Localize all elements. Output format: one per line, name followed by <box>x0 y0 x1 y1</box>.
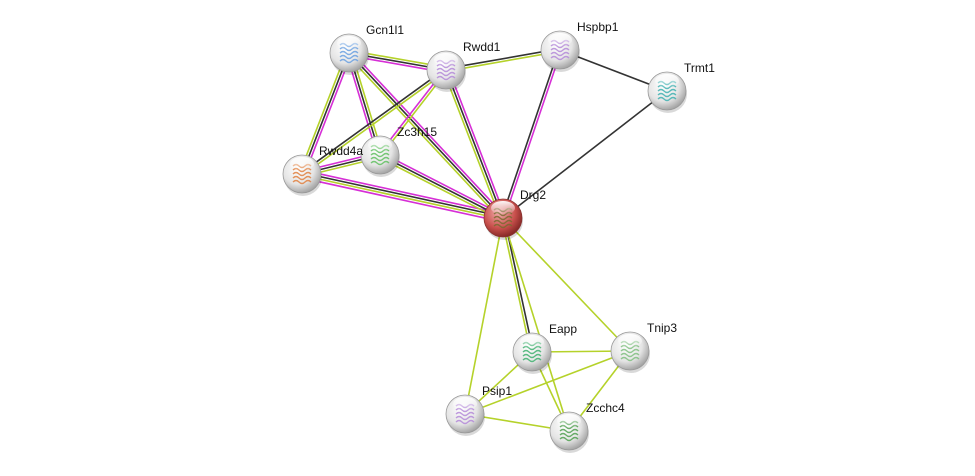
edge-line-textmining <box>346 54 502 221</box>
edge-Drg2-Psip1[interactable] <box>464 217 504 415</box>
node-highlight <box>557 414 581 428</box>
node-label: Trmt1 <box>684 61 715 75</box>
edge-Trmt1-Drg2[interactable] <box>502 90 668 219</box>
edge-Gcn1l1-Drg2[interactable] <box>346 50 506 221</box>
node-Eapp[interactable]: Eapp <box>512 322 577 374</box>
edge-Rwdd1-Drg2[interactable] <box>442 68 507 220</box>
edge-line-coexpression <box>348 52 504 219</box>
edges-layer <box>298 47 668 432</box>
edge-line-coexpression <box>445 69 504 219</box>
edge-line-experiments <box>503 50 562 219</box>
edge-line-textmining <box>502 217 570 432</box>
node-label: Zc3h15 <box>397 125 437 139</box>
node-Rwdd1[interactable]: Rwdd1 <box>426 40 501 92</box>
node-Gcn1l1[interactable]: Gcn1l1 <box>329 23 404 75</box>
edge-line-coexpression <box>300 68 446 174</box>
edge-Psip1-Tnip3[interactable] <box>464 350 631 415</box>
edge-line-textmining <box>302 70 448 176</box>
node-highlight <box>290 157 314 171</box>
node-label: Zcchc4 <box>586 401 625 415</box>
edge-line-textmining <box>442 70 502 220</box>
edge-Zc3h15-Drg2[interactable] <box>378 151 505 222</box>
edge-line-coexpression <box>501 49 560 218</box>
edge-line-textmining <box>464 217 504 415</box>
edge-line-coexpression <box>502 90 668 219</box>
node-Drg2[interactable]: Drg2 <box>483 188 546 240</box>
node-Zc3h15[interactable]: Zc3h15 <box>360 125 437 177</box>
node-Tnip3[interactable]: Tnip3 <box>610 321 677 373</box>
node-highlight <box>453 397 477 411</box>
edge-line-coexpression <box>301 52 350 175</box>
edge-line-experiments <box>350 50 506 217</box>
edge-line-textmining <box>502 217 631 352</box>
node-label: Hspbp1 <box>577 20 619 34</box>
edge-line-textmining <box>378 156 503 222</box>
edge-Gcn1l1-Rwdd4a[interactable] <box>298 51 353 176</box>
edge-line-experiments <box>303 53 353 176</box>
node-highlight <box>368 138 392 152</box>
node-label: Eapp <box>549 322 577 336</box>
node-highlight <box>520 335 544 349</box>
node-highlight <box>434 53 458 67</box>
edge-line-textmining <box>500 218 532 353</box>
edge-Drg2-Tnip3[interactable] <box>502 217 631 352</box>
node-highlight <box>548 33 572 47</box>
edge-Rwdd1-Rwdd4a[interactable] <box>300 68 448 176</box>
edge-line-experiments <box>302 169 505 215</box>
edge-line-textmining <box>301 174 503 221</box>
node-label: Psip1 <box>482 384 512 398</box>
node-Psip1[interactable]: Psip1 <box>445 384 512 436</box>
node-Hspbp1[interactable]: Hspbp1 <box>540 20 619 72</box>
edge-Hspbp1-Drg2[interactable] <box>501 49 562 219</box>
node-label: Tnip3 <box>647 321 677 335</box>
edge-line-textmining <box>298 51 348 174</box>
node-label: Rwdd1 <box>463 40 501 54</box>
node-highlight <box>655 74 679 88</box>
edge-line-experiments <box>380 151 505 217</box>
node-label: Drg2 <box>520 188 546 202</box>
node-highlight <box>491 201 515 215</box>
edge-line-coexpression <box>302 171 504 218</box>
node-label: Rwdd4a <box>319 144 363 158</box>
node-Rwdd4a[interactable]: Rwdd4a <box>282 144 363 196</box>
edge-line-experiments <box>300 177 503 223</box>
edge-Drg2-Zcchc4[interactable] <box>502 217 570 432</box>
edge-line-textmining <box>464 350 631 415</box>
edge-Rwdd4a-Drg2[interactable] <box>300 169 505 223</box>
edge-line-coexpression <box>379 154 504 219</box>
node-label: Gcn1l1 <box>366 23 404 37</box>
edge-line-experiments <box>447 68 507 218</box>
node-highlight <box>337 36 361 50</box>
node-highlight <box>618 334 642 348</box>
node-Zcchc4[interactable]: Zcchc4 <box>549 401 625 453</box>
node-Trmt1[interactable]: Trmt1 <box>647 61 715 113</box>
